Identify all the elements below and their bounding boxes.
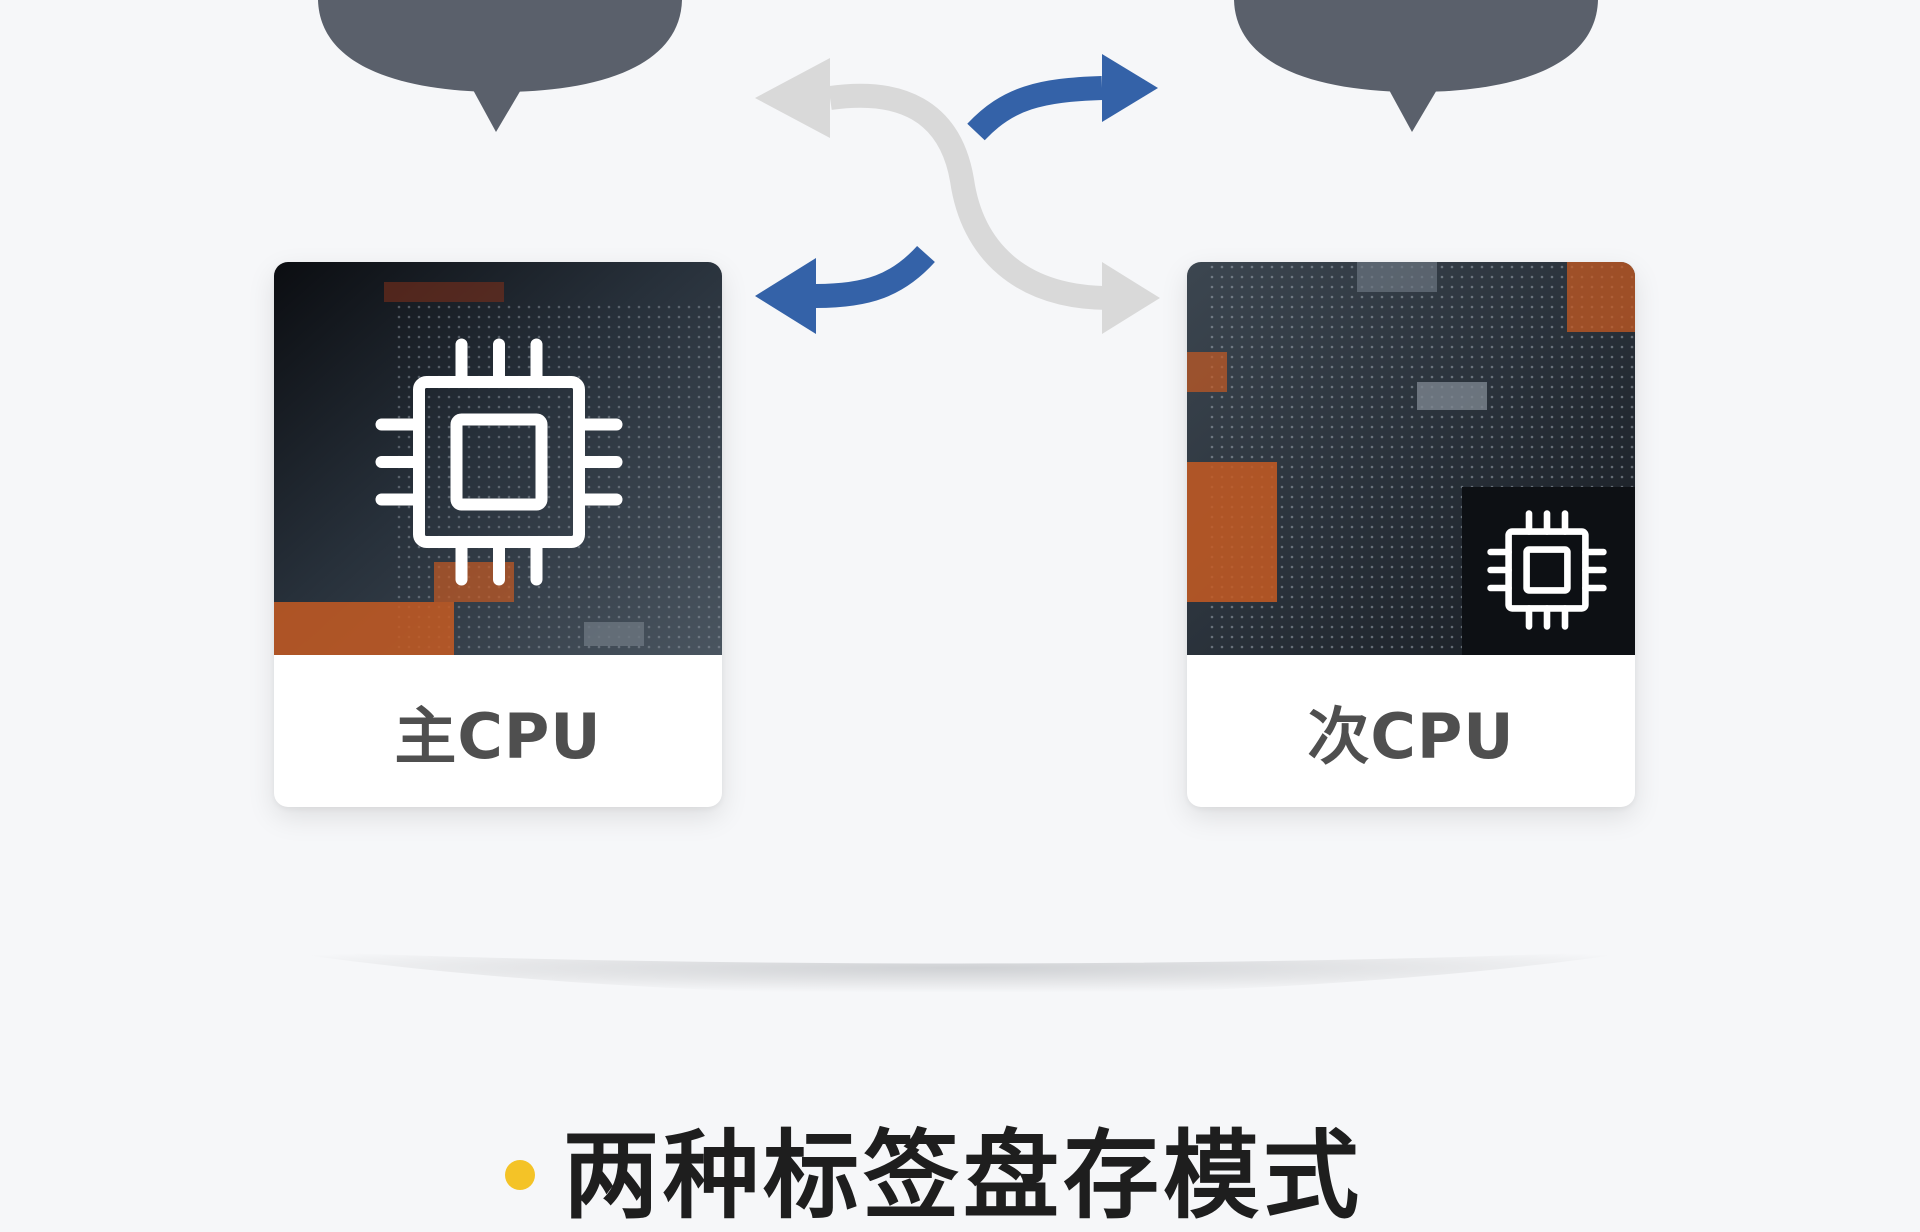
arrowhead-left-blue (755, 258, 816, 334)
secondary-cpu-label: 次CPU (1307, 700, 1515, 773)
cpu-chip-icon (375, 338, 623, 586)
speech-bubble-left (318, 0, 682, 132)
arrowhead-left-gray (755, 58, 830, 138)
cpu-chip-icon (1487, 510, 1607, 630)
arrowhead-right-blue (1102, 54, 1158, 122)
crossing-arrows (755, 54, 1160, 334)
primary-cpu-label: 主CPU (394, 700, 602, 773)
secondary-cpu-card[interactable]: 次CPU (1187, 262, 1635, 807)
shelf-shadow-divider (270, 950, 1650, 995)
section-heading-row: 两种标签盘存模式 (505, 1128, 1363, 1224)
bullet-dot (505, 1160, 535, 1190)
primary-cpu-card[interactable]: 主CPU (274, 262, 722, 807)
arrowhead-right-gray (1102, 262, 1160, 334)
circuit-board-photo (274, 262, 722, 655)
speech-bubble-right (1234, 0, 1598, 132)
section-heading: 两种标签盘存模式 (563, 1120, 1363, 1232)
